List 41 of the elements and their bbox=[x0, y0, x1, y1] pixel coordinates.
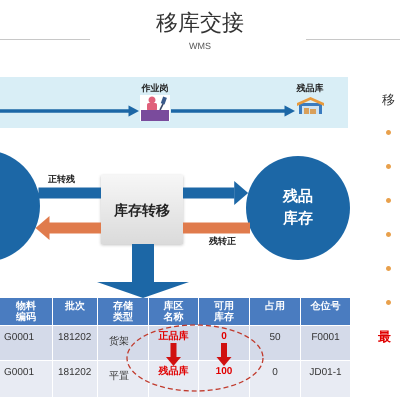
arrow bbox=[36, 216, 101, 240]
table-cell: 平置 bbox=[98, 361, 148, 397]
edge-label: 正转残 bbox=[48, 174, 75, 185]
connector-bar bbox=[183, 222, 250, 234]
arrow bbox=[171, 105, 295, 117]
table-header-cell: 物料编码 bbox=[0, 298, 52, 325]
highlighted-text: 残品库 bbox=[158, 366, 188, 378]
table-header-cell: 仓位号 bbox=[301, 298, 350, 325]
table-cell: F0001 bbox=[301, 326, 350, 360]
table-header-cell: 可用库存 bbox=[199, 298, 249, 325]
table-header-cell: 存储类型 bbox=[98, 298, 148, 325]
table-cell: G0001 bbox=[0, 361, 52, 397]
table-cell: G0001 bbox=[0, 326, 52, 360]
subtitle: WMS bbox=[189, 41, 211, 52]
arrow bbox=[166, 343, 181, 366]
station-label: 作业岗 bbox=[140, 83, 170, 94]
station-label: 残品库 bbox=[295, 83, 324, 94]
table-cell: 货架 bbox=[98, 326, 148, 360]
title: 移库交接 bbox=[156, 10, 244, 36]
table-cell: 50 bbox=[250, 326, 300, 360]
arrow bbox=[183, 181, 248, 205]
process-box: 库存转移 bbox=[101, 175, 183, 244]
note-text: 最 bbox=[378, 329, 391, 345]
connector-bar bbox=[38, 188, 101, 198]
table-cell: JD01-1 bbox=[301, 361, 350, 397]
highlighted-text: 0 bbox=[221, 331, 227, 343]
highlight-band bbox=[0, 77, 348, 128]
highlighted-text: 100 bbox=[216, 366, 232, 378]
table-cell: 181202 bbox=[53, 326, 97, 360]
arrow bbox=[97, 244, 189, 298]
arrow bbox=[216, 343, 232, 366]
edge-label: 残转正 bbox=[209, 236, 236, 247]
arrow bbox=[0, 105, 139, 117]
highlighted-text: 正品库 bbox=[158, 331, 188, 343]
table-header-cell: 占用 bbox=[250, 298, 300, 325]
table-cell: 181202 bbox=[53, 361, 97, 397]
circle-node: 残品库存 bbox=[246, 156, 350, 260]
table-header-cell: 库区名称 bbox=[149, 298, 198, 325]
heading-text: 移 bbox=[382, 92, 395, 108]
table-cell: 0 bbox=[250, 361, 300, 397]
table-header-cell: 批次 bbox=[53, 298, 97, 325]
